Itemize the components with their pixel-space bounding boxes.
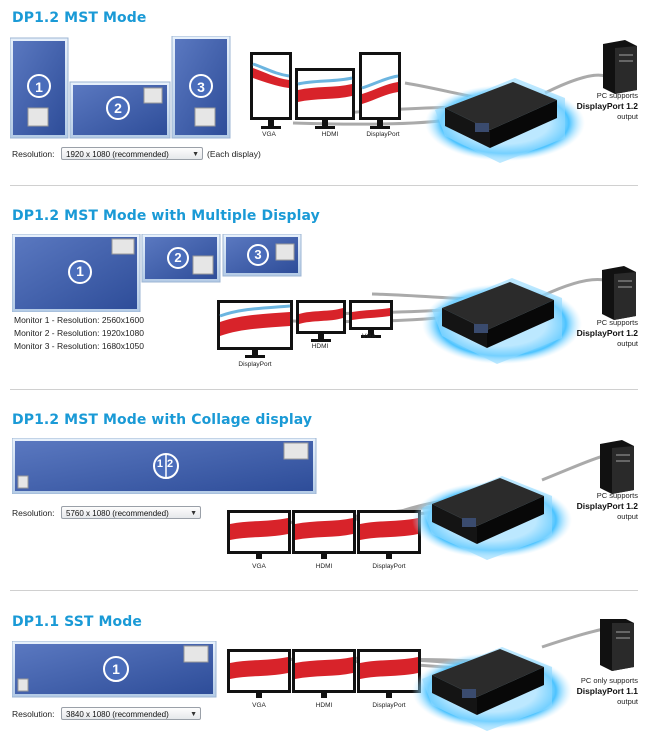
section-divider: [10, 185, 638, 186]
list-item: Monitor 3 - Resolution: 1680x1050: [14, 341, 144, 351]
connection-diagram: [217, 266, 636, 364]
pc-support-text: PC supports DisplayPort 1.2 output: [576, 91, 638, 121]
monitor-displayport: [359, 52, 401, 129]
connection-diagram: [250, 40, 637, 163]
monitor-hdmi: [292, 510, 356, 559]
connection-diagram: [227, 440, 634, 560]
sst-hub: [412, 647, 572, 731]
screen-3[interactable]: [171, 36, 231, 139]
resolution-select-value: 1920 x 1080 (recommended): [66, 150, 169, 159]
screen-number: 3: [197, 79, 205, 95]
pc-tower-icon: [603, 40, 637, 94]
monitor-displayport: [357, 649, 421, 698]
pc-tower-icon: [602, 266, 636, 320]
display-arrangement: [10, 36, 231, 139]
resolution-select[interactable]: 5760 x 1080 (recommended) ▼: [61, 506, 201, 519]
monitor-label: DisplayPort: [238, 361, 272, 368]
pc-tower-icon: [600, 619, 634, 671]
screen-3[interactable]: [222, 234, 302, 277]
monitor-vga: [250, 52, 292, 129]
display-arrangement: [12, 234, 302, 312]
resolution-select[interactable]: 3840 x 1080 (recommended) ▼: [61, 707, 201, 720]
collage-screen[interactable]: [12, 438, 317, 494]
monitor-label: HDMI: [321, 131, 339, 138]
section-mst-collage-display: DP1.2 MST Mode with Collage display 12 R…: [0, 390, 650, 591]
monitor-hdmi: [295, 68, 355, 129]
monitor-vga: [227, 649, 291, 698]
chevron-down-icon: ▼: [190, 711, 197, 718]
monitor-label: VGA: [362, 333, 376, 340]
list-item: Monitor 1 - Resolution: 2560x1600: [14, 315, 144, 325]
screen-number: 3: [254, 247, 262, 262]
section-mst-mode: DP1.2 MST Mode 1 2 3 Resolution: 1920 x …: [0, 0, 650, 186]
section-mst-multiple-display: DP1.2 MST Mode with Multiple Display 1 2…: [0, 186, 650, 391]
screen-2[interactable]: [69, 81, 171, 139]
resolution-note: (Each display): [207, 149, 261, 159]
screen-number: 1: [35, 79, 43, 95]
resolution-label: Resolution:: [12, 508, 55, 518]
section-title: DP1.1 SST Mode: [12, 614, 142, 630]
pc-support-text: PC supports DisplayPort 1.2 output: [576, 491, 638, 521]
screen-1[interactable]: [10, 37, 69, 139]
mst-hub: [422, 278, 582, 364]
monitor-vga: [349, 300, 393, 338]
connection-diagram: [227, 619, 634, 731]
chevron-down-icon: ▼: [190, 510, 197, 517]
resolution-select-value: 3840 x 1080 (recommended): [66, 710, 169, 719]
monitor-vga: [227, 510, 291, 559]
mst-hub: [425, 78, 585, 163]
section-divider: [10, 590, 638, 591]
monitor-resolution-list: Monitor 1 - Resolution: 2560x1600 Monito…: [14, 314, 144, 353]
monitor-hdmi: [296, 300, 346, 342]
resolution-select-value: 5760 x 1080 (recommended): [66, 509, 169, 518]
display-arrangement: [12, 438, 317, 494]
monitor-hdmi: [292, 649, 356, 698]
screen-1[interactable]: [12, 234, 141, 312]
monitor-label: DisplayPort: [372, 702, 406, 709]
monitor-label: HDMI: [315, 702, 333, 709]
screen-number: 1: [76, 263, 84, 279]
screen-number: 2: [114, 100, 122, 116]
display-arrangement: [12, 641, 217, 698]
screen-1[interactable]: [12, 641, 217, 698]
monitor-label: DisplayPort: [372, 563, 406, 570]
pc-tower-icon: [600, 440, 634, 494]
screen-2[interactable]: [141, 234, 221, 283]
resolution-label: Resolution:: [12, 709, 55, 719]
monitor-displayport: [217, 300, 293, 358]
monitor-label: VGA: [252, 563, 266, 570]
monitor-label: VGA: [252, 702, 266, 709]
monitor-label: HDMI: [315, 563, 333, 570]
section-sst-mode: DP1.1 SST Mode 1 Resolution: 3840 x 1080…: [0, 591, 650, 753]
monitor-label: DisplayPort: [366, 131, 400, 138]
screen-number: 12: [156, 458, 178, 470]
screen-number: 1: [112, 661, 120, 677]
section-title: DP1.2 MST Mode with Collage display: [12, 412, 313, 428]
pc-support-text: PC supports DisplayPort 1.2 output: [576, 318, 638, 348]
mst-hub: [412, 476, 572, 560]
monitor-label: HDMI: [311, 343, 329, 350]
list-item: Monitor 2 - Resolution: 1920x1080: [14, 328, 144, 338]
chevron-down-icon: ▼: [192, 151, 199, 158]
monitor-label: VGA: [262, 131, 276, 138]
section-divider: [10, 389, 638, 390]
section-title: DP1.2 MST Mode: [12, 10, 147, 26]
screen-number: 2: [174, 250, 182, 265]
monitor-displayport: [357, 510, 421, 559]
resolution-label: Resolution:: [12, 149, 55, 159]
pc-support-text: PC only supports DisplayPort 1.1 output: [576, 676, 638, 706]
section-title: DP1.2 MST Mode with Multiple Display: [12, 208, 320, 224]
resolution-select[interactable]: 1920 x 1080 (recommended) ▼: [61, 147, 203, 160]
